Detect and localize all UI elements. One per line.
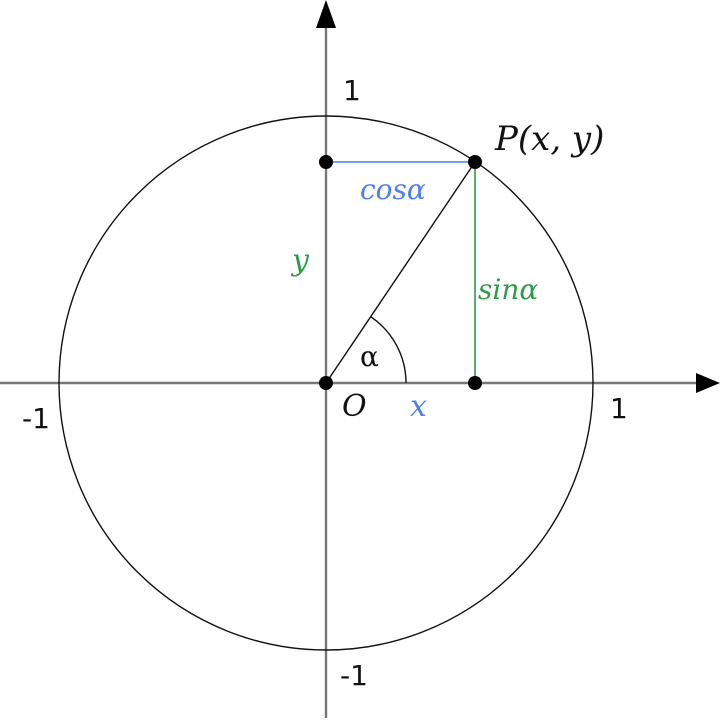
y-axis-arrow	[316, 0, 336, 28]
tick-x-neg: -1	[22, 402, 50, 435]
tick-x-pos: 1	[610, 392, 628, 425]
origin-point	[319, 376, 333, 390]
angle-label: α	[360, 340, 379, 373]
tick-y-pos: 1	[343, 74, 361, 107]
radius-op	[325, 161, 476, 384]
x-axis-arrow	[696, 373, 720, 393]
point-p	[468, 155, 482, 169]
cos-label: cosα	[360, 173, 426, 206]
angle-arc	[370, 316, 407, 384]
point-label: P(x, y)	[494, 119, 604, 159]
y-projection-point	[319, 155, 333, 169]
x-segment-label: x	[410, 389, 427, 424]
sin-label: sinα	[478, 273, 538, 306]
unit-circle	[58, 115, 594, 651]
origin-label: O	[342, 389, 367, 424]
x-projection-point	[468, 376, 482, 390]
tick-y-neg: -1	[340, 659, 368, 692]
y-segment-label: y	[290, 243, 310, 278]
